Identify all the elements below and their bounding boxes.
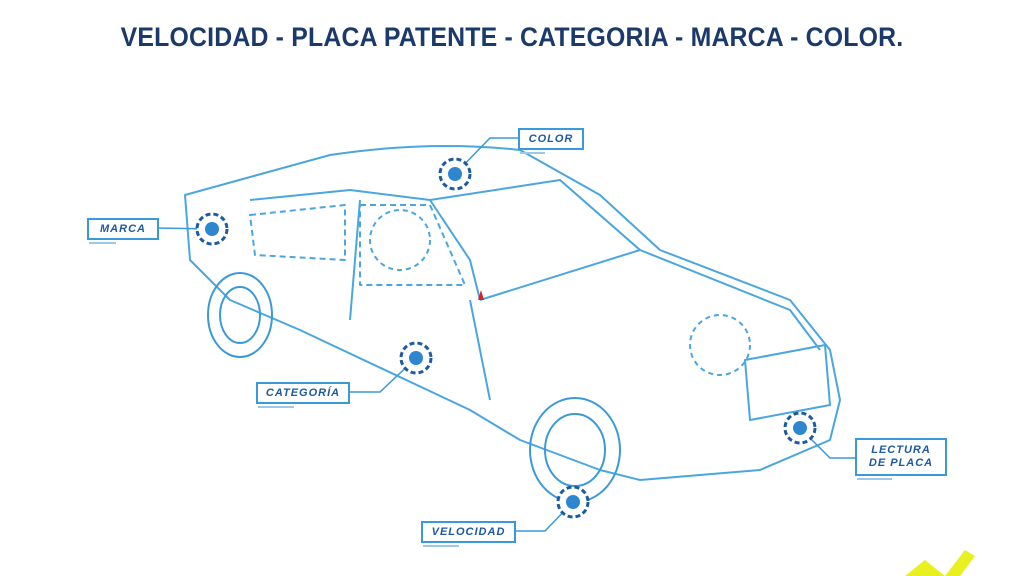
car-outline xyxy=(184,145,841,481)
marca-dot-icon xyxy=(195,212,229,246)
callout-lectura-de-placa: LECTURA DE PLACA xyxy=(855,438,947,480)
wheel-rear xyxy=(207,272,273,358)
callout-color: COLOR xyxy=(518,128,584,154)
callout-lectura-line2: DE PLACA xyxy=(868,457,934,469)
callout-velocidad: VELOCIDAD xyxy=(421,521,516,547)
callout-lines xyxy=(156,137,855,532)
callout-marca: MARCA xyxy=(87,218,159,244)
page-title: VELOCIDAD - PLACA PATENTE - CATEGORIA - … xyxy=(120,22,904,52)
logo-mark xyxy=(905,550,975,576)
red-marker xyxy=(478,290,484,300)
placa-dot-icon xyxy=(783,411,817,445)
categoria-dot-icon xyxy=(399,341,433,375)
callout-lectura-line1: LECTURA xyxy=(871,444,931,456)
velocidad-dot-icon xyxy=(556,485,590,519)
color-dot-icon xyxy=(438,157,472,191)
callout-dots xyxy=(195,157,817,519)
callout-categoria: CATEGORÍA xyxy=(256,382,350,408)
